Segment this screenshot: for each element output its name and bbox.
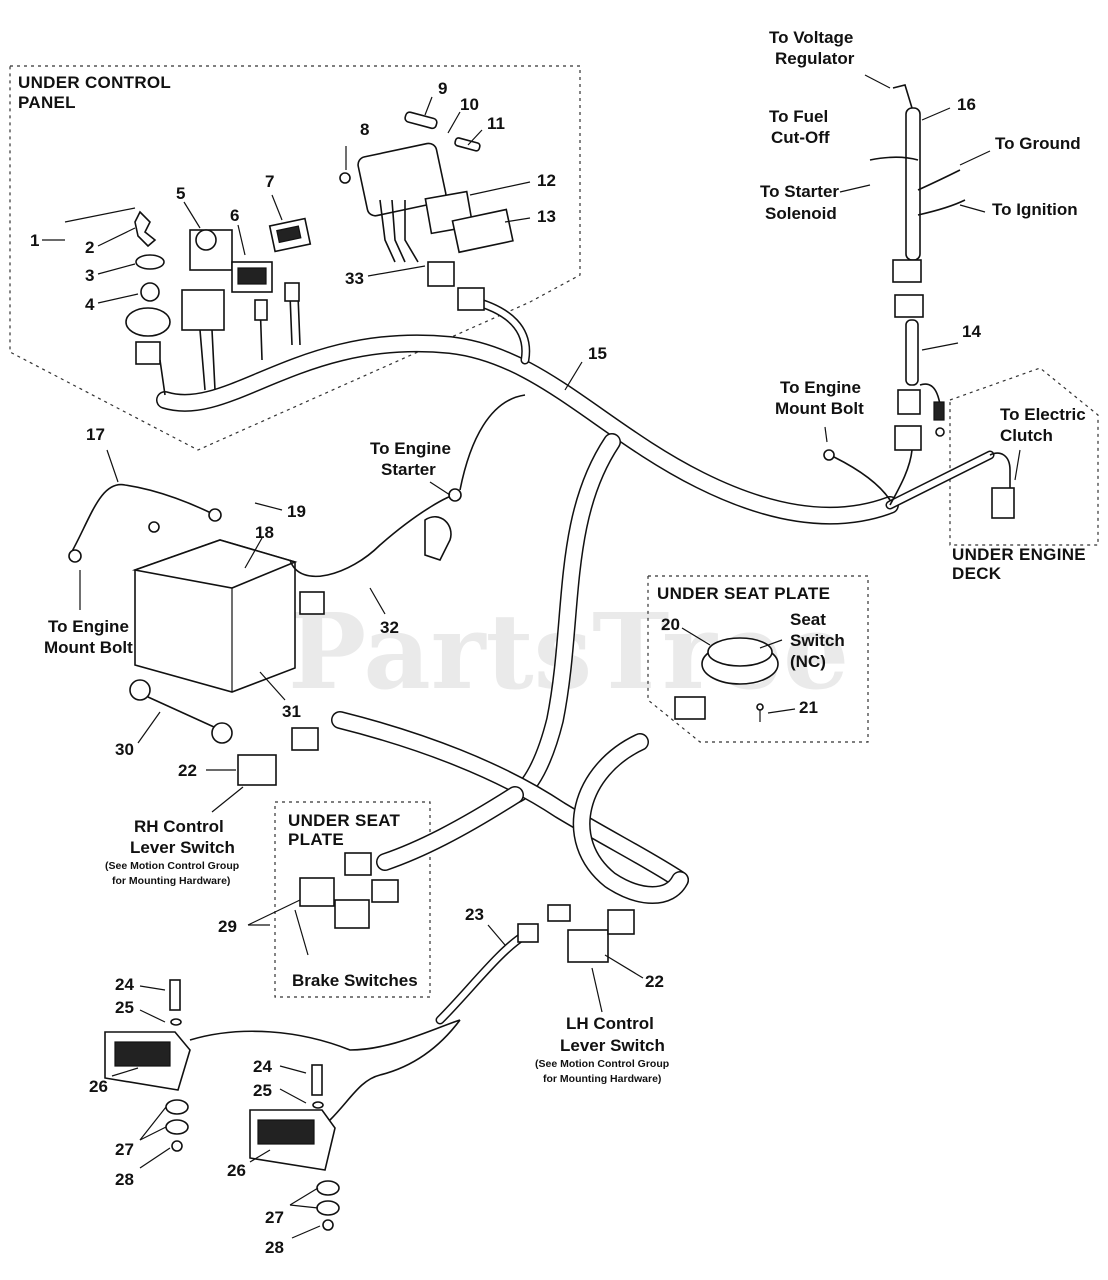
part-number-12: 12 <box>537 171 556 190</box>
part-number-18: 18 <box>255 523 274 542</box>
under-seat-plate-left-box <box>274 801 431 998</box>
to-engine-starter-line1: To Engine <box>370 439 451 458</box>
lh-note-line2: for Mounting Hardware) <box>543 1073 661 1085</box>
harness-14-16 <box>823 84 1015 519</box>
part-number-6: 6 <box>230 206 239 225</box>
part-number-20: 20 <box>661 615 680 634</box>
under-control-panel-line1: UNDER CONTROL <box>18 73 171 92</box>
part-number-32: 32 <box>380 618 399 637</box>
to-voltage-regulator-line2: Regulator <box>775 49 855 68</box>
lh-control-lever-switch-line1: LH Control <box>566 1014 654 1033</box>
seat-switch-line1: Seat <box>790 610 826 629</box>
control-panel-parts <box>125 111 514 396</box>
part-number-2: 2 <box>85 238 94 257</box>
part-number-15: 15 <box>588 344 607 363</box>
part-number-5: 5 <box>176 184 185 203</box>
part-number-11: 11 <box>487 114 505 133</box>
part-number-33: 33 <box>345 269 364 288</box>
to-engine-mount-bolt-left-line1: To Engine <box>48 617 129 636</box>
part-number-14: 14 <box>962 322 981 341</box>
part-number-22-rh: 22 <box>178 761 197 780</box>
part-number-13: 13 <box>537 207 556 226</box>
to-starter-solenoid-line2: Solenoid <box>765 204 837 223</box>
under-control-panel-line2: PANEL <box>18 93 76 112</box>
part-number-31: 31 <box>282 702 301 721</box>
part-number-23: 23 <box>465 905 484 924</box>
to-fuel-cutoff-line1: To Fuel <box>769 107 828 126</box>
part-number-16: 16 <box>957 95 976 114</box>
to-electric-clutch-line1: To Electric <box>1000 405 1086 424</box>
part-number-4: 4 <box>85 295 95 314</box>
rh-control-lever-switch-line1: RH Control <box>134 817 224 836</box>
rh-note-line2: for Mounting Hardware) <box>112 875 230 887</box>
rh-control-lever-switch-line2: Lever Switch <box>130 838 235 857</box>
under-engine-deck-line1: UNDER ENGINE <box>952 545 1086 564</box>
part-number-19: 19 <box>287 502 306 521</box>
part-number-26-front: 26 <box>89 1077 108 1096</box>
to-starter-solenoid-line1: To Starter <box>760 182 839 201</box>
part-number-8: 8 <box>360 120 369 139</box>
brake-switches-label: Brake Switches <box>292 971 418 990</box>
under-engine-deck-line2: DECK <box>952 564 1002 583</box>
to-fuel-cutoff-line2: Cut-Off <box>771 128 830 147</box>
main-harness <box>156 295 995 1025</box>
lh-note-line1: (See Motion Control Group <box>535 1058 669 1070</box>
to-electric-clutch-line2: Clutch <box>1000 426 1053 445</box>
under-seat-plate-right: UNDER SEAT PLATE <box>657 584 830 603</box>
part-number-9: 9 <box>438 79 447 98</box>
part-number-27-rear: 27 <box>265 1208 284 1227</box>
to-engine-starter-line2: Starter <box>381 460 436 479</box>
part-number-27-front: 27 <box>115 1140 134 1159</box>
under-control-panel-box <box>9 65 581 451</box>
part-number-26-rear: 26 <box>227 1161 246 1180</box>
to-ground-label: To Ground <box>995 134 1081 153</box>
switches <box>237 637 779 963</box>
seat-switch-line2: Switch <box>790 631 845 650</box>
part-number-17: 17 <box>86 425 105 444</box>
under-seat-plate-left-line1: UNDER SEAT <box>288 811 401 830</box>
part-number-30: 30 <box>115 740 134 759</box>
part-number-25-front: 25 <box>115 998 134 1017</box>
lights <box>104 703 764 1231</box>
to-voltage-regulator-line1: To Voltage <box>769 28 853 47</box>
part-number-28-rear: 28 <box>265 1238 284 1257</box>
to-engine-mount-bolt-left-line2: Mount Bolt <box>44 638 133 657</box>
under-seat-plate-right-box <box>647 575 869 743</box>
battery-area <box>68 394 526 744</box>
part-number-7: 7 <box>265 172 274 191</box>
to-ignition-label: To Ignition <box>992 200 1078 219</box>
part-number-29: 29 <box>218 917 237 936</box>
lh-control-lever-switch-line2: Lever Switch <box>560 1036 665 1055</box>
under-seat-plate-left-line2: PLATE <box>288 830 344 849</box>
rh-note-line1: (See Motion Control Group <box>105 860 239 872</box>
part-number-24-front: 24 <box>115 975 134 994</box>
part-number-3: 3 <box>85 266 94 285</box>
leader-lines <box>42 74 1021 1239</box>
part-number-21: 21 <box>799 698 818 717</box>
part-number-28-front: 28 <box>115 1170 134 1189</box>
part-number-22-lh: 22 <box>645 972 664 991</box>
part-number-24-rear: 24 <box>253 1057 272 1076</box>
to-engine-mount-bolt-right-line1: To Engine <box>780 378 861 397</box>
under-engine-deck-box <box>949 367 1099 546</box>
to-engine-mount-bolt-right-line2: Mount Bolt <box>775 399 864 418</box>
seat-switch-line3: (NC) <box>790 652 826 671</box>
part-number-25-rear: 25 <box>253 1081 272 1100</box>
part-number-1: 1 <box>30 231 39 250</box>
part-number-10: 10 <box>460 95 479 114</box>
